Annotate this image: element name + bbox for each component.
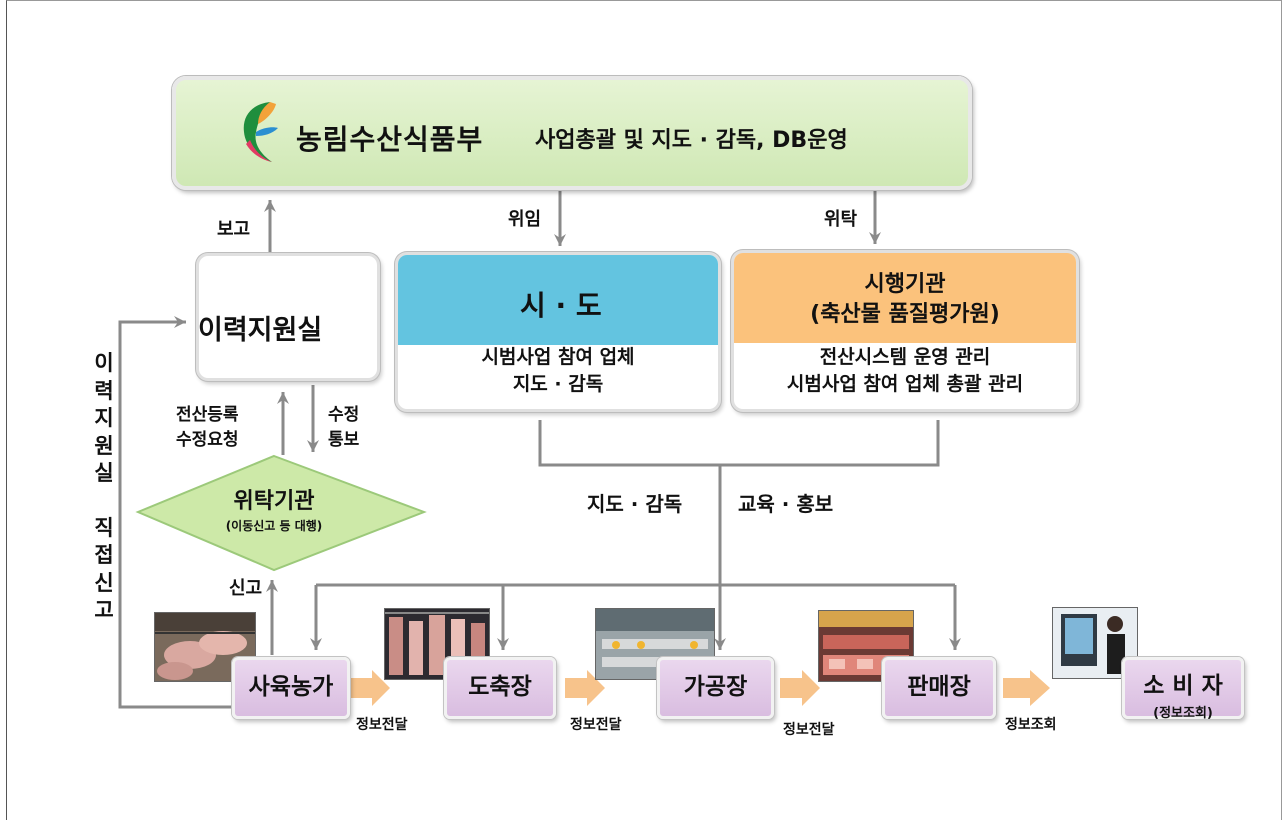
- agency-box: [731, 250, 1079, 412]
- declaration-label: 신고: [229, 578, 263, 599]
- entrusted-agency-diamond: [135, 454, 427, 572]
- pig-farm-photo: [154, 612, 256, 682]
- agency-title: 시행기관 (축산물 품질평가원): [810, 272, 1000, 327]
- stage-processing-plant: 가공장: [657, 657, 774, 719]
- flow-label-1: 정보전달: [356, 717, 408, 733]
- ministry-name: 농림수산식품부: [296, 123, 484, 156]
- flow-arrow-1: [350, 670, 390, 706]
- agency-description: 전산시스템 운영 관리 시범사업 참여 업체 총괄 관리: [786, 346, 1024, 395]
- education-label: 교육 · 홍보: [738, 492, 834, 516]
- sido-title: 시 · 도: [520, 289, 602, 322]
- support-office-box: [196, 253, 380, 381]
- consumer-kiosk-photo: [1052, 607, 1138, 679]
- consumer-sublabel: (정보조회): [1153, 706, 1213, 721]
- registration-label: 전산등록 수정요청: [176, 405, 239, 450]
- consumer-label: 소 비 자: [1143, 673, 1223, 699]
- sido-header: [398, 255, 718, 345]
- guidance-label: 지도 · 감독: [587, 492, 683, 516]
- ministry-logo-icon: [243, 102, 278, 162]
- stage-slaughterhouse: 도축장: [444, 657, 556, 719]
- entrusted-agency-subtitle: (이동신고 등 대행): [225, 519, 323, 533]
- delegation-label: 위임: [508, 209, 542, 230]
- sido-box: [395, 252, 721, 412]
- support-office-label: 이력지원실: [198, 315, 323, 346]
- flow-label-3: 정보전달: [783, 722, 835, 738]
- entrusted-agency-title: 위탁기관: [233, 489, 315, 514]
- correction-label: 수정 통보: [328, 405, 360, 450]
- report-label: 보고: [217, 219, 251, 240]
- agency-header: [734, 253, 1076, 343]
- stage-farm: 사육농가: [232, 657, 350, 719]
- flow-label-2: 정보전달: [570, 717, 622, 733]
- flow-label-4: 정보조회: [1005, 717, 1057, 733]
- ministry-role: 사업총괄 및 지도 · 감독, DB운영: [535, 128, 848, 153]
- direct-report-line: [118, 316, 232, 709]
- entrustment-label: 위탁: [824, 209, 858, 230]
- stage-consumer: 소 비 자 (정보조회): [1122, 657, 1244, 721]
- flow-arrows: [350, 670, 1050, 706]
- processing-plant-photo: [595, 608, 715, 680]
- guidance-bracket: [538, 420, 940, 467]
- stage-retail: 판매장: [882, 657, 996, 719]
- page-frame: [6, 0, 1282, 820]
- sido-description: 시범사업 참여 업체 지도 · 감독: [481, 346, 635, 395]
- flow-arrow-3: [780, 670, 820, 706]
- flow-arrow-4: [1003, 670, 1050, 706]
- ministry-box: [172, 76, 972, 190]
